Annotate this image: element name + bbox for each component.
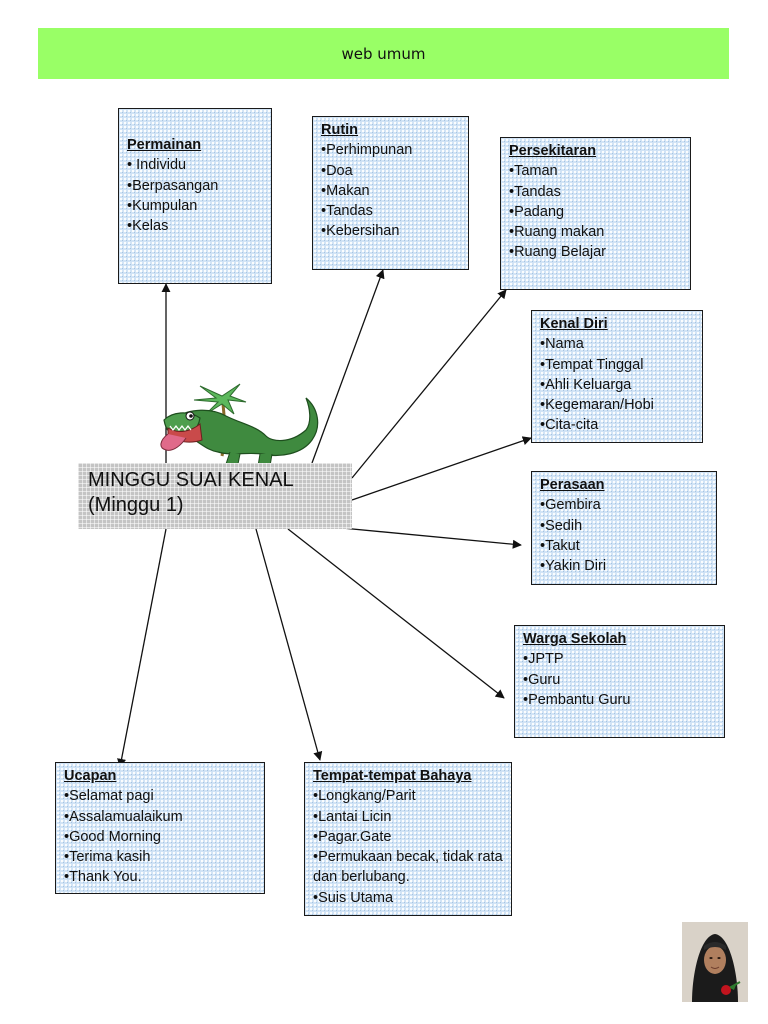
list-item: •Selamat pagi	[64, 788, 154, 805]
box-title: Kenal Diri	[540, 316, 608, 332]
list-item: •Cita-cita	[540, 417, 599, 434]
list-item: •Perhimpunan	[321, 142, 413, 159]
arrow-to-perasaan	[341, 527, 522, 549]
list-item: •Taman	[509, 163, 558, 180]
list-item: •Suis Utama	[313, 889, 394, 906]
list-item: •Assalamualaikum	[64, 808, 183, 825]
list-item: •Tandas	[509, 183, 561, 200]
list-item: •Kelas	[127, 218, 169, 235]
list-item: •Ahli Keluarga	[540, 376, 632, 393]
header-banner: web umum	[38, 28, 729, 79]
list-item: •Yakin Diri	[540, 558, 607, 575]
arrow-to-rutin	[311, 269, 385, 464]
arrow-to-warga-sekolah	[287, 528, 505, 699]
box-tempat-bahaya: Tempat-tempat Bahaya •Longkang/Parit •La…	[304, 762, 512, 916]
list-item: •Kumpulan	[127, 197, 198, 214]
central-topic: MINGGU SUAI KENAL (Minggu 1)	[78, 463, 352, 529]
arrow-to-tempat-bahaya	[255, 528, 323, 761]
list-item: •Pagar.Gate	[313, 828, 392, 845]
box-title: Warga Sekolah	[523, 631, 627, 647]
box-permainan: Permainan • Individu •Berpasangan •Kumpu…	[118, 108, 272, 284]
box-kenal-diri: Kenal Diri •Nama •Tempat Tinggal •Ahli K…	[531, 310, 703, 443]
list-item: •Pembantu Guru	[523, 691, 631, 708]
list-item: •Tandas	[321, 203, 373, 220]
box-title: Perasaan	[540, 477, 605, 493]
central-topic-line1: MINGGU SUAI KENAL	[88, 469, 294, 491]
arrow-to-kenal-diri	[351, 436, 532, 501]
header-title: web umum	[341, 44, 426, 63]
list-item: •Nama	[540, 336, 584, 353]
list-item: •Takut	[540, 537, 580, 554]
list-item: •JPTP	[523, 651, 564, 668]
list-item: •Good Morning	[64, 828, 161, 845]
list-item: •Guru	[523, 671, 561, 688]
box-warga-sekolah: Warga Sekolah •JPTP •Guru •Pembantu Guru	[514, 625, 725, 738]
teacher-photo	[682, 922, 748, 1002]
crocodile-icon	[160, 383, 319, 467]
box-title: Ucapan	[64, 768, 117, 784]
list-item: •Doa	[321, 162, 353, 179]
list-item: •Kegemaran/Hobi	[540, 397, 654, 414]
list-item: •Lantai Licin	[313, 808, 392, 825]
box-title: Permainan	[127, 137, 202, 153]
box-persekitaran: Persekitaran •Taman •Tandas •Padang •Rua…	[500, 137, 691, 290]
list-item: •Ruang Belajar	[509, 244, 606, 261]
box-title: Rutin	[321, 122, 359, 138]
box-title: Persekitaran	[509, 143, 597, 159]
box-rutin: Rutin •Perhimpunan •Doa •Makan •Tandas •…	[312, 116, 469, 270]
arrow-to-ucapan	[117, 528, 167, 768]
list-item: •Longkang/Parit	[313, 788, 416, 805]
list-item: •Gembira	[540, 497, 601, 514]
list-item: • Individu	[127, 157, 187, 174]
central-topic-line2: (Minggu 1)	[88, 494, 184, 516]
list-item: •Thank You.	[64, 869, 142, 886]
list-item: •Kebersihan	[321, 223, 400, 240]
list-item: •Berpasangan	[127, 177, 219, 194]
list-item: •Padang	[509, 203, 565, 220]
box-perasaan: Perasaan •Gembira •Sedih •Takut •Yakin D…	[531, 471, 717, 585]
box-title: Tempat-tempat Bahaya	[313, 768, 472, 784]
list-item: •Permukaan becak, tidak rata dan berluba…	[313, 849, 503, 886]
box-ucapan: Ucapan •Selamat pagi •Assalamualaikum •G…	[55, 762, 265, 894]
list-item: •Makan	[321, 182, 370, 199]
list-item: •Terima kasih	[64, 849, 151, 866]
list-item: •Ruang makan	[509, 224, 605, 241]
arrow-to-persekitaran	[351, 289, 507, 479]
list-item: •Sedih	[540, 517, 583, 534]
list-item: •Tempat Tinggal	[540, 356, 644, 373]
